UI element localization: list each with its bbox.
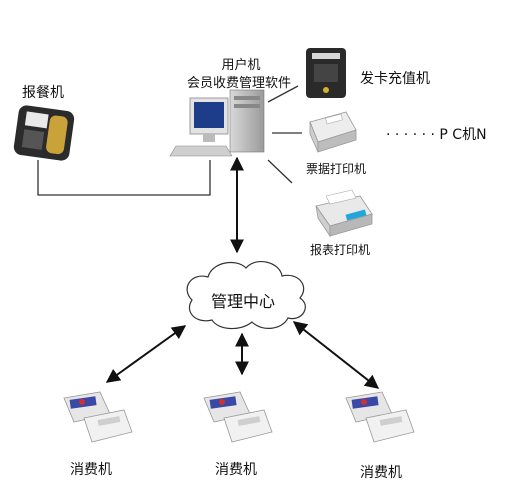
report-printer-link bbox=[267, 159, 293, 184]
terminal-label: 报餐机 bbox=[22, 85, 64, 101]
computer-icon bbox=[169, 89, 265, 157]
terminal-device-icon bbox=[13, 105, 75, 161]
pc-title-line2: 会员收费管理软件 bbox=[186, 76, 291, 91]
report-printer-icon bbox=[315, 189, 373, 238]
pos-terminal-icon-2 bbox=[203, 391, 273, 443]
pos2-label: 消费机 bbox=[215, 462, 257, 478]
report-printer-label: 报表打印机 bbox=[310, 243, 371, 257]
card-reader-label: 发卡充值机 bbox=[360, 71, 430, 87]
card-reader-link bbox=[267, 85, 299, 103]
pos1-label: 消费机 bbox=[70, 462, 112, 478]
pc-title-line1: 用户机 bbox=[221, 58, 261, 73]
center-pos1-arrow bbox=[105, 325, 187, 383]
pc-n-label: · · · · · · P C机N bbox=[386, 127, 487, 143]
terminal-link bbox=[37, 160, 211, 196]
pos-terminal-icon-3 bbox=[345, 391, 415, 443]
management-center-label: 管理中心 bbox=[211, 292, 276, 311]
pos3-label: 消费机 bbox=[360, 465, 402, 481]
pos-terminal-icon-1 bbox=[63, 391, 133, 443]
center-pos3-arrow bbox=[292, 321, 380, 389]
cloud-shape bbox=[186, 260, 306, 330]
receipt-printer-label: 票据打印机 bbox=[306, 162, 367, 176]
card-reader-icon bbox=[306, 48, 346, 98]
receipt-printer-icon bbox=[309, 111, 357, 153]
